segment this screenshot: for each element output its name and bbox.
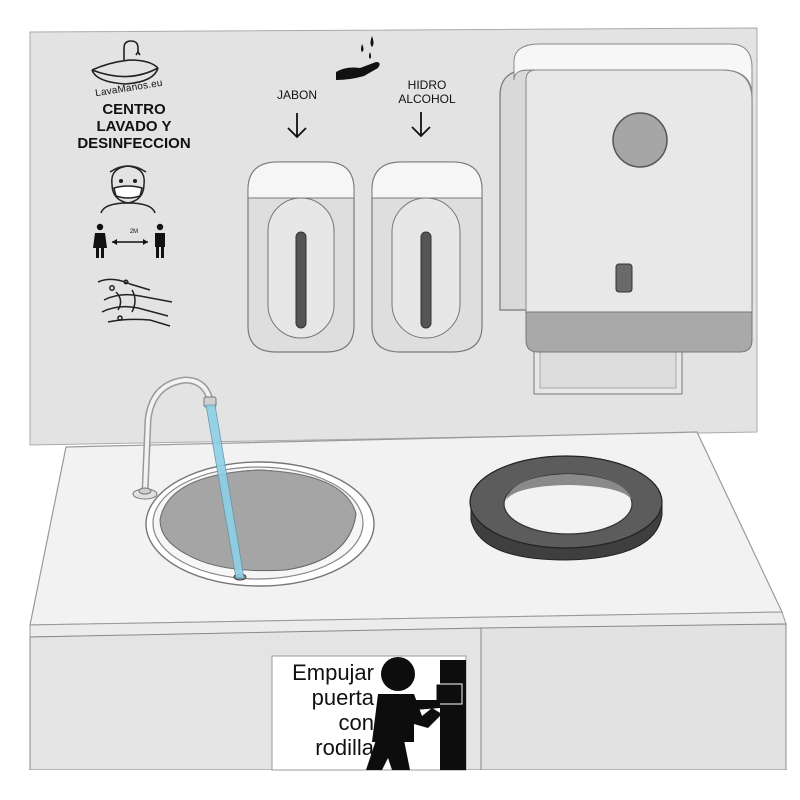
- title-line: CENTRO: [102, 101, 166, 118]
- sanitizer-label-line: HIDRO: [407, 78, 447, 92]
- sink-logo-icon: [91, 40, 159, 85]
- soap-dispenser[interactable]: [247, 161, 355, 353]
- faucet[interactable]: [132, 376, 217, 500]
- sink-basin: [145, 461, 375, 587]
- water-stream: [205, 404, 245, 579]
- paper-towel-dispenser[interactable]: [499, 43, 753, 395]
- door-instruction-line: puerta: [311, 685, 374, 710]
- cabinet-right-door[interactable]: [480, 623, 787, 771]
- sanitizer-dispenser[interactable]: [371, 161, 483, 353]
- soap-arrow-icon: [287, 113, 307, 139]
- towel-button-icon[interactable]: [612, 112, 668, 168]
- sanitizer-label-line: ALCOHOL: [398, 92, 456, 106]
- face-mask-icon: [100, 165, 156, 214]
- handwashing-icon: [97, 278, 173, 327]
- soap-label: JABON: [276, 88, 317, 102]
- door-instruction-line: rodilla: [315, 735, 374, 760]
- door-instruction: Empujar puerta con rodilla: [268, 660, 374, 760]
- knee-push-person-icon: [366, 657, 442, 770]
- title-line: DESINFECCION: [77, 135, 191, 152]
- door-instruction-line: con: [338, 710, 374, 735]
- sanitizer-arrow-icon: [411, 112, 431, 138]
- towel-window-icon: [615, 263, 633, 293]
- title-line: LAVADO Y: [96, 118, 172, 135]
- distance-label: 2M: [129, 229, 139, 235]
- soap-drop-hand-icon: [336, 36, 380, 80]
- door-sign: [271, 655, 467, 771]
- waste-bin-opening[interactable]: [469, 455, 663, 561]
- sanitizer-label: HIDRO ALCOHOL: [382, 78, 472, 106]
- station-title: CENTRO LAVADO Y DESINFECCION: [64, 101, 204, 152]
- door-instruction-line: Empujar: [292, 660, 374, 685]
- social-distance-icon: [93, 223, 165, 258]
